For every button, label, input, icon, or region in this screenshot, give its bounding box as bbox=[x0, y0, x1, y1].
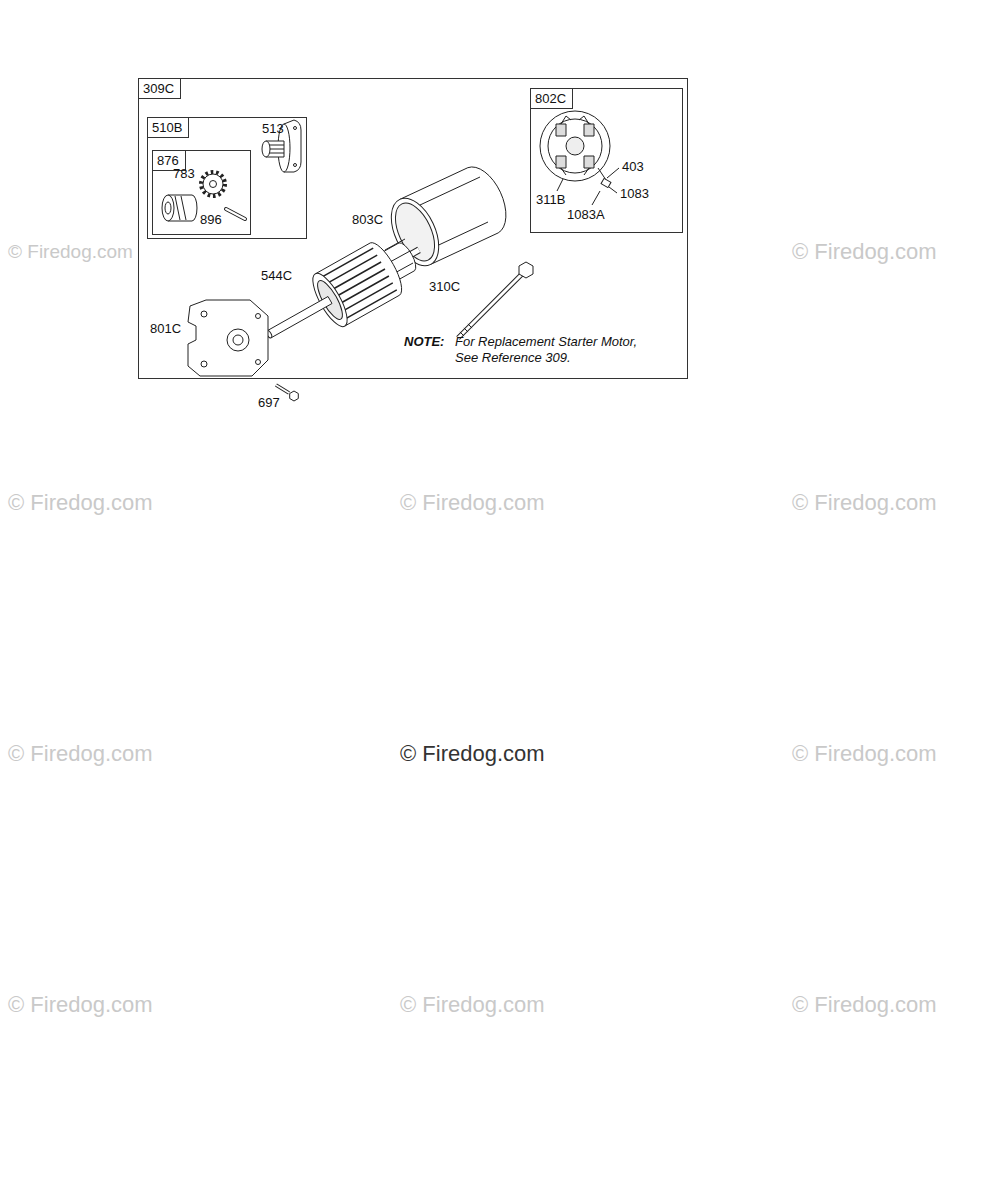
parts-group-box: 309C510B876802C bbox=[138, 78, 688, 379]
pinion-gear bbox=[201, 172, 225, 196]
watermark: © Firedog.com bbox=[400, 490, 545, 516]
end-cap-plate bbox=[188, 300, 268, 376]
drive-housing bbox=[294, 127, 297, 130]
end-cap-plate bbox=[188, 300, 268, 376]
brush-assembly bbox=[561, 116, 589, 175]
drive-housing bbox=[262, 141, 270, 157]
brush-assembly bbox=[556, 124, 566, 136]
callout-number: 896 bbox=[200, 212, 222, 227]
note-text: For Replacement Starter Motor, See Refer… bbox=[455, 334, 655, 366]
callout-number: 783 bbox=[173, 166, 195, 181]
watermark: © Firedog.com bbox=[400, 992, 545, 1018]
brush-assembly bbox=[566, 137, 584, 155]
screw bbox=[276, 385, 289, 393]
roll-pin bbox=[226, 209, 245, 219]
armature bbox=[265, 239, 419, 339]
end-cap-plate bbox=[256, 314, 261, 319]
end-cap-plate bbox=[233, 335, 243, 345]
watermark: © Firedog.com bbox=[792, 992, 937, 1018]
pinion-gear bbox=[203, 174, 223, 194]
brush-assembly bbox=[584, 124, 594, 136]
clutch-assembly bbox=[162, 195, 197, 221]
brush-assembly bbox=[540, 111, 611, 188]
group-reference-number: 309C bbox=[139, 79, 181, 99]
leader-line bbox=[607, 168, 619, 178]
through-bolt bbox=[458, 274, 522, 338]
leader-line bbox=[609, 187, 617, 193]
brush-assembly bbox=[584, 156, 594, 168]
leader-line bbox=[557, 168, 619, 205]
callout-number: 1083 bbox=[620, 186, 649, 201]
brush-assembly bbox=[540, 111, 610, 181]
watermark: © Firedog.com bbox=[8, 992, 153, 1018]
end-cap-plate bbox=[201, 361, 207, 367]
callout-number: 310C bbox=[429, 279, 460, 294]
brush-assembly bbox=[556, 156, 566, 168]
callout-number: 311B bbox=[536, 192, 565, 207]
leader-line bbox=[557, 179, 563, 191]
watermark: © Firedog.com bbox=[792, 490, 937, 516]
roll-pin bbox=[226, 209, 245, 219]
roll-pin bbox=[226, 209, 245, 219]
callout-number: 544C bbox=[261, 268, 292, 283]
clutch-assembly bbox=[165, 202, 171, 214]
through-bolt bbox=[519, 262, 533, 278]
pinion-gear bbox=[201, 172, 225, 196]
brush-assembly bbox=[601, 178, 611, 187]
end-cap-plate bbox=[256, 360, 261, 365]
note-heading: NOTE: bbox=[404, 334, 444, 349]
leader-line bbox=[592, 191, 600, 205]
brush-assembly bbox=[598, 168, 606, 180]
watermark: © Firedog.com bbox=[8, 490, 153, 516]
watermark: © Firedog.com bbox=[8, 239, 133, 265]
callout-number: 697 bbox=[258, 395, 280, 410]
callout-number: 403 bbox=[622, 159, 644, 174]
armature bbox=[267, 297, 332, 338]
clutch-assembly bbox=[175, 196, 186, 220]
callout-number: 803C bbox=[352, 212, 383, 227]
callout-number: 513 bbox=[262, 121, 284, 136]
watermark: © Firedog.com bbox=[400, 741, 545, 767]
callout-number: 801C bbox=[150, 321, 181, 336]
through-bolt bbox=[458, 274, 522, 338]
through-bolt bbox=[458, 262, 533, 338]
clutch-assembly bbox=[162, 195, 174, 221]
screw bbox=[290, 391, 299, 401]
screw bbox=[276, 385, 289, 393]
group-reference-number: 510B bbox=[148, 118, 189, 138]
watermark: © Firedog.com bbox=[792, 741, 937, 767]
pinion-gear bbox=[210, 181, 217, 188]
drive-housing bbox=[294, 164, 297, 167]
end-cap-plate bbox=[227, 329, 249, 351]
brush-assembly bbox=[548, 119, 602, 173]
group-reference-number: 802C bbox=[531, 89, 573, 109]
watermark: © Firedog.com bbox=[8, 741, 153, 767]
drive-housing bbox=[262, 120, 301, 172]
callout-number: 1083A bbox=[567, 207, 605, 222]
watermark: © Firedog.com bbox=[792, 239, 937, 265]
end-cap-plate bbox=[201, 311, 207, 317]
parts-group-box: 802C bbox=[530, 88, 683, 233]
